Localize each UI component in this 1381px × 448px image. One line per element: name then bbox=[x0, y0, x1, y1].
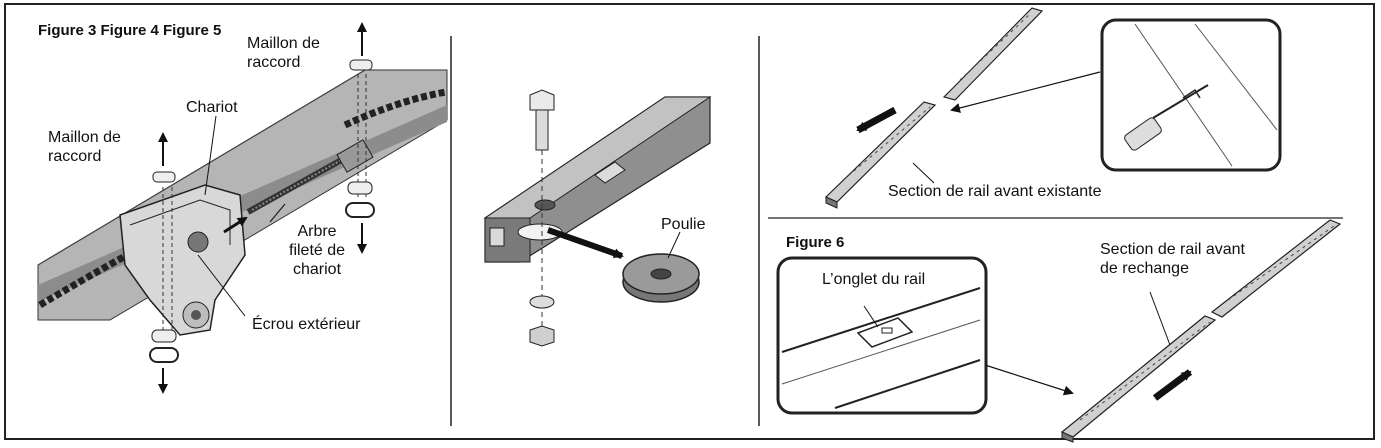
upper-rail bbox=[942, 7, 1044, 101]
carriage bbox=[119, 184, 246, 336]
label-threaded-shaft: Arbre fileté de chariot bbox=[289, 223, 346, 278]
label-pulley: Poulie bbox=[661, 216, 706, 233]
tab-pointer bbox=[984, 364, 1074, 396]
label-rail-tab: L’onglet du rail bbox=[822, 271, 926, 288]
detail-inset-top bbox=[1100, 18, 1282, 172]
detail-pointer bbox=[950, 71, 1101, 113]
replacement-rail bbox=[1060, 315, 1217, 443]
right-link-parts bbox=[345, 22, 375, 254]
figure-6-title: Figure 6 bbox=[786, 234, 845, 251]
pulley-leader bbox=[667, 231, 681, 259]
pulley bbox=[622, 253, 700, 303]
nut-direction-arrow bbox=[223, 216, 248, 234]
threaded-shaft bbox=[246, 139, 374, 215]
existing-rail-leader bbox=[912, 162, 935, 184]
panel1-leaders bbox=[197, 115, 286, 317]
detail-inset-bottom bbox=[776, 256, 988, 415]
label-chariot: Chariot bbox=[186, 99, 238, 116]
label-left-link: Maillon de raccord bbox=[48, 129, 121, 165]
label-top-link: Maillon de raccord bbox=[247, 35, 320, 71]
rail-end bbox=[483, 96, 712, 263]
existing-rail-arrow bbox=[856, 106, 897, 134]
figure-3-4-5-title: Figure 3 Figure 4 Figure 5 bbox=[38, 22, 222, 39]
label-replacement-rail: Section de rail avant de rechange bbox=[1100, 241, 1245, 277]
replacement-rail-leader bbox=[1149, 291, 1171, 346]
rail-assembly bbox=[37, 69, 448, 321]
label-existing-rail: Section de rail avant existante bbox=[888, 183, 1102, 200]
tab-leader bbox=[863, 305, 879, 328]
replacement-rail-arrow bbox=[1152, 369, 1193, 401]
existing-rail bbox=[824, 101, 937, 209]
bolt-stack bbox=[529, 89, 555, 347]
adjacent-rail bbox=[1210, 219, 1342, 318]
label-outer-nut: Écrou extérieur bbox=[252, 316, 361, 333]
left-link-parts bbox=[149, 132, 179, 394]
pulley-direction-arrow bbox=[547, 227, 624, 259]
